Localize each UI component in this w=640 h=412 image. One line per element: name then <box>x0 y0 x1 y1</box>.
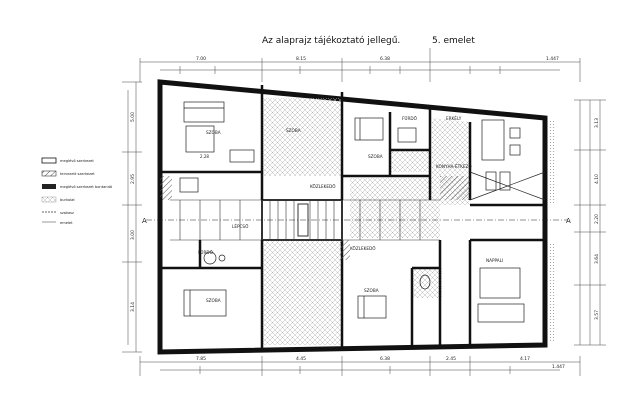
interior-walls <box>162 85 545 350</box>
balcony-top <box>545 120 555 204</box>
right-dim-2: 4.10 <box>594 174 600 184</box>
legend-label-2: tervezett szerkezet <box>60 172 95 176</box>
room-label-10: SZOBA <box>364 288 379 293</box>
legend-label-6: emelet <box>60 221 73 225</box>
room-label-9: KÖZLEKEDŐ <box>350 246 376 251</box>
hatched-wall-2 <box>440 176 470 200</box>
legend-label-3: meglévő szerkezet bontandó <box>60 185 112 189</box>
left-dim-1: 5.00 <box>130 112 136 122</box>
right-dimension-chain <box>574 99 606 346</box>
top-corridor-tiles <box>263 98 341 176</box>
room-label-4: SZOBA <box>368 154 383 159</box>
right-dim-4: 3.64 <box>594 254 600 264</box>
bottom-dim-4: 2.45 <box>446 356 456 362</box>
bath-tiles-top <box>390 150 430 172</box>
room-label-3: FÜRDŐ <box>402 116 418 121</box>
legend-label-1: meglévő szerkezet <box>60 159 94 163</box>
legend-label-5: szakasz <box>60 211 74 215</box>
hatched-wall-1 <box>160 176 172 200</box>
hatched-wall-3 <box>340 240 350 260</box>
room-label-5: KÖZLEKEDŐ <box>310 184 336 189</box>
bottom-dim-5: 4.17 <box>520 356 530 362</box>
left-dim-2: 2.95 <box>130 174 136 184</box>
legend <box>41 157 57 223</box>
right-dim-3: 2.20 <box>594 214 600 224</box>
room-label-11: NAPPALI <box>486 258 503 263</box>
bottom-dim-1: 7.85 <box>196 356 206 362</box>
room-area-1: 2.28 <box>200 154 209 159</box>
floor-label: 5. emelet <box>432 36 475 46</box>
bottom-dim-3: 6.38 <box>380 356 390 362</box>
bottom-dim-2: 4.45 <box>296 356 306 362</box>
balcony-bottom <box>545 242 555 342</box>
top-dim-4: 1.447 <box>546 56 559 62</box>
room-label-2: SZOBA <box>286 128 301 133</box>
furniture <box>179 101 546 323</box>
bottom-dimension-chain <box>139 356 581 376</box>
plan-title: Az alaprajz tájékoztató jellegű. <box>262 36 401 46</box>
legend-label-4: burkolat <box>60 198 75 202</box>
top-dim-1: 7.00 <box>196 56 206 62</box>
room-label-1: SZOBA <box>206 130 221 135</box>
room-label-7: SZOBA <box>206 298 221 303</box>
top-dim-3: 6.38 <box>380 56 390 62</box>
section-marker-right: A <box>566 217 571 225</box>
right-dim-5: 3.57 <box>594 310 600 320</box>
section-marker-left: A <box>142 217 147 225</box>
room-label-8: FÜRDŐ <box>198 250 214 255</box>
left-dim-3: 3.00 <box>130 230 136 240</box>
top-dimension-chain <box>139 48 581 82</box>
left-dim-4: 3.14 <box>130 302 136 312</box>
bottom-dim-6: 1.447 <box>552 364 565 370</box>
top-dim-2: 8.15 <box>296 56 306 62</box>
bottom-corridor-tiles <box>263 240 341 345</box>
right-dim-1: 3.13 <box>594 118 600 128</box>
room-label-12: KONYHA-ÉTKEZŐ <box>436 164 472 169</box>
bath-tiles-bottom <box>412 268 442 298</box>
room-label-6: LÉPCSŐ <box>232 224 249 229</box>
building-outline <box>157 79 548 355</box>
left-dimension-chain <box>122 81 142 353</box>
central-hall-tiles <box>350 178 440 238</box>
room-label-13: ERKÉLY <box>446 116 462 121</box>
